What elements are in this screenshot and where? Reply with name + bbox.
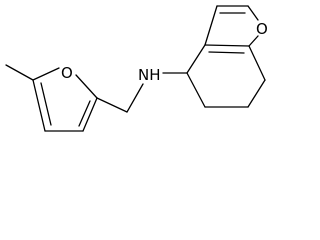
- furan-oxygen-left-label: O: [61, 64, 73, 82]
- left-furan-ring: [32, 67, 98, 132]
- cyclohexene-ring: [186, 44, 266, 108]
- amine-nh-label: NH: [138, 66, 161, 84]
- furan-oxygen-right-label: O: [256, 20, 268, 38]
- ch2-bond-2: [126, 83, 144, 113]
- molecule-structure: O NH O: [5, 5, 268, 132]
- right-furan-ring: [204, 5, 259, 47]
- ch2-bond-1: [96, 97, 128, 113]
- methyl-bond: [5, 64, 34, 81]
